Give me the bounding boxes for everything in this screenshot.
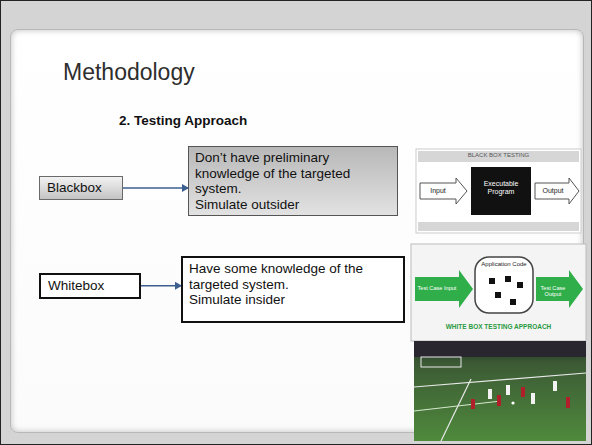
description-box: Don’t have preliminary knowledge of the … [188,146,398,216]
box-text: Simulate insider [189,292,397,308]
arrow-label: Input [420,187,456,194]
box-text: Have some knowledge of the targeted syst… [189,261,397,292]
arrow-label: Output [537,187,569,194]
term-box: Blackbox [39,176,123,200]
whitebox-illustration [411,244,586,341]
code-label: Application Code [475,261,533,267]
arrow-label: Test Case Output [536,285,570,297]
picture-caption: BLACK BOX TESTING [418,152,579,158]
term-box: Whitebox [39,273,141,299]
description-box: Have some knowledge of the targeted syst… [181,256,405,323]
connector-line [141,285,181,287]
arrow-label: Test Case Input [415,285,459,291]
connector-line [123,187,188,189]
box-text: Blackbox [47,180,115,196]
box-text: Don’t have preliminary knowledge of the … [195,150,391,197]
blackbox-illustration [416,149,581,233]
slide-title: Methodology [63,59,195,86]
section-heading: 2. Testing Approach [119,113,247,128]
box-text: Simulate outsider [195,197,391,213]
box-text: Whitebox [48,278,132,294]
football-photo [414,341,586,441]
picture-caption: WHITE BOX TESTING APPROACH [411,323,586,330]
program-label: Executable Program [471,180,531,195]
